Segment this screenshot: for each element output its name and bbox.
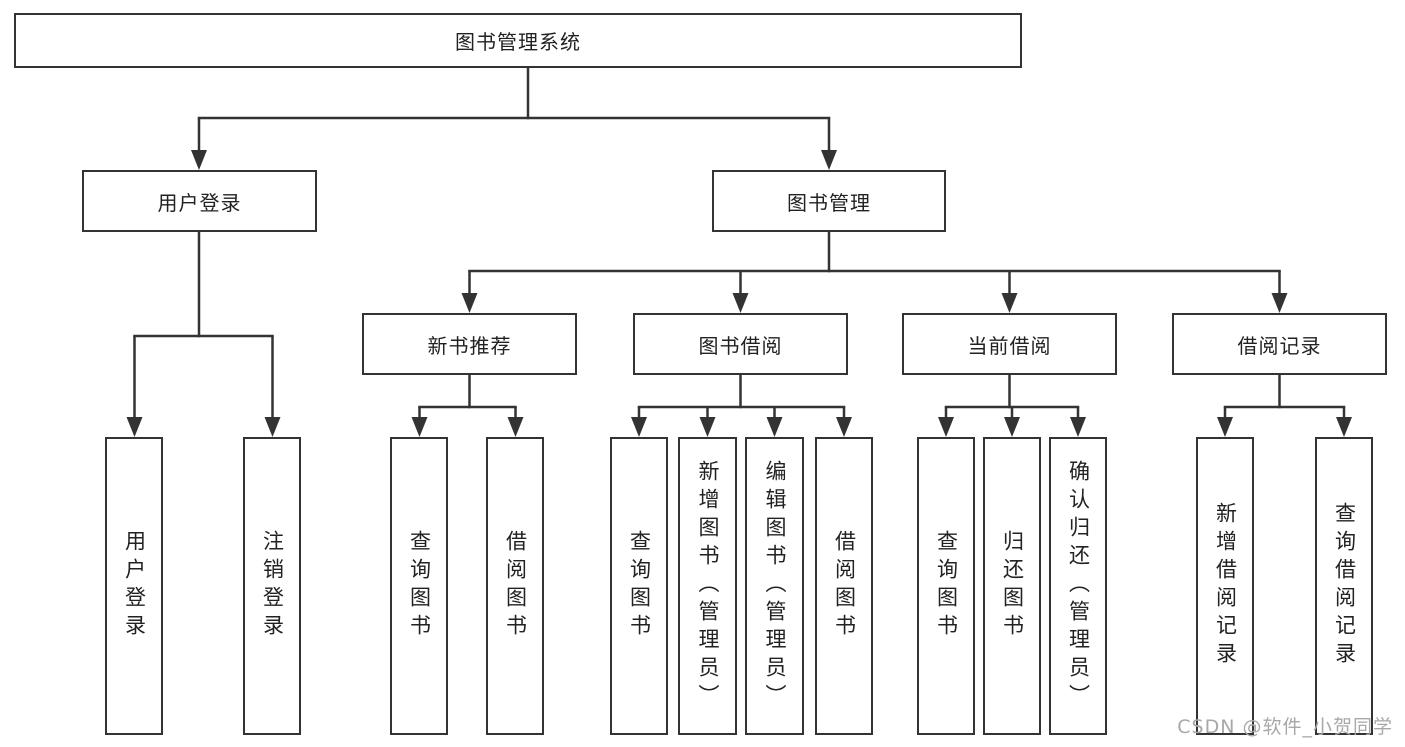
node-borrow-records: 借阅记录 [1172,313,1387,375]
leaf-add-borrow-record: 新增借阅记录 [1196,437,1254,735]
node-book-borrowing: 图书借阅 [633,313,848,375]
node-user-login: 用户登录 [82,170,317,232]
leaf-logout: 注销登录 [243,437,301,735]
leaf-query-borrow-record: 查询借阅记录 [1315,437,1373,735]
leaf-borrow-books-recommend: 借阅图书 [486,437,544,735]
leaf-borrow-books: 借阅图书 [815,437,873,735]
leaf-confirm-return-admin: 确认归还（管理员） [1049,437,1107,735]
leaf-edit-books-admin: 编辑图书（管理员） [745,437,804,735]
leaf-return-books: 归还图书 [983,437,1041,735]
leaf-query-books-current: 查询图书 [917,437,975,735]
leaf-add-books-admin: 新增图书（管理员） [678,437,737,735]
node-root: 图书管理系统 [14,13,1022,68]
node-current-borrowing: 当前借阅 [902,313,1117,375]
leaf-query-books-recommend: 查询图书 [390,437,448,735]
node-new-book-recommend: 新书推荐 [362,313,577,375]
node-book-management: 图书管理 [712,170,946,232]
leaf-user-login: 用户登录 [105,437,163,735]
leaf-query-books-borrow: 查询图书 [610,437,668,735]
